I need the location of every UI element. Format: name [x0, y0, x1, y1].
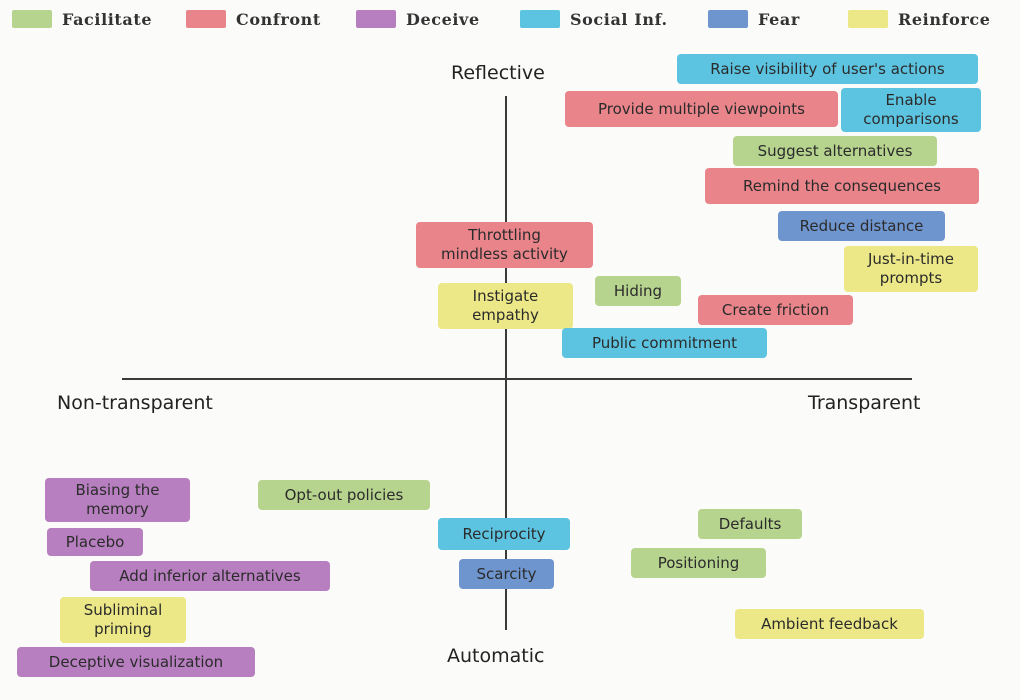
legend-item-facilitate: Facilitate — [12, 6, 152, 32]
legend: Facilitate Confront Deceive Social Inf. … — [0, 6, 1020, 32]
tag-remind-consequences: Remind the consequences — [705, 168, 979, 204]
tag-reduce-distance: Reduce distance — [778, 211, 945, 241]
tag-biasing-the-memory: Biasing the memory — [45, 478, 190, 522]
legend-item-fear: Fear — [708, 6, 800, 32]
legend-label: Reinforce — [898, 9, 991, 29]
tag-just-in-time-prompts: Just-in-time prompts — [844, 246, 978, 292]
tag-provide-multiple-viewpoints: Provide multiple viewpoints — [565, 91, 838, 127]
tag-placebo: Placebo — [47, 528, 143, 556]
tag-opt-out-policies: Opt-out policies — [258, 480, 430, 510]
legend-item-deceive: Deceive — [356, 6, 480, 32]
legend-label: Social Inf. — [570, 9, 668, 29]
vertical-axis — [505, 96, 507, 630]
axis-label-reflective: Reflective — [451, 62, 545, 84]
tag-reciprocity: Reciprocity — [438, 518, 570, 550]
tag-defaults: Defaults — [698, 509, 802, 539]
tag-create-friction: Create friction — [698, 295, 853, 325]
tag-hiding: Hiding — [595, 276, 681, 306]
tag-public-commitment: Public commitment — [562, 328, 767, 358]
tag-suggest-alternatives: Suggest alternatives — [733, 136, 937, 166]
legend-label: Fear — [758, 9, 800, 29]
legend-item-reinforce: Reinforce — [848, 6, 991, 32]
tag-instigate-empathy: Instigate empathy — [438, 283, 573, 329]
tag-add-inferior-alternatives: Add inferior alternatives — [90, 561, 330, 591]
legend-label: Confront — [236, 9, 321, 29]
tag-deceptive-visualization: Deceptive visualization — [17, 647, 255, 677]
tag-subliminal-priming: Subliminal priming — [60, 597, 186, 643]
horizontal-axis — [122, 378, 912, 380]
legend-label: Facilitate — [62, 9, 153, 29]
legend-swatch — [186, 10, 226, 28]
tag-enable-comparisons: Enable comparisons — [841, 88, 981, 132]
tag-ambient-feedback: Ambient feedback — [735, 609, 924, 639]
legend-swatch — [520, 10, 560, 28]
legend-swatch — [708, 10, 748, 28]
tag-raise-visibility: Raise visibility of user's actions — [677, 54, 978, 84]
legend-item-social: Social Inf. — [520, 6, 668, 32]
tag-scarcity: Scarcity — [459, 559, 554, 589]
legend-item-confront: Confront — [186, 6, 321, 32]
legend-label: Deceive — [406, 9, 480, 29]
axis-label-non-transparent: Non-transparent — [57, 392, 213, 414]
tag-throttling-mindless-activity: Throttling mindless activity — [416, 222, 593, 268]
axis-label-transparent: Transparent — [808, 392, 921, 414]
legend-swatch — [848, 10, 888, 28]
axis-label-automatic: Automatic — [447, 645, 545, 667]
tag-positioning: Positioning — [631, 548, 766, 578]
legend-swatch — [12, 10, 52, 28]
legend-swatch — [356, 10, 396, 28]
